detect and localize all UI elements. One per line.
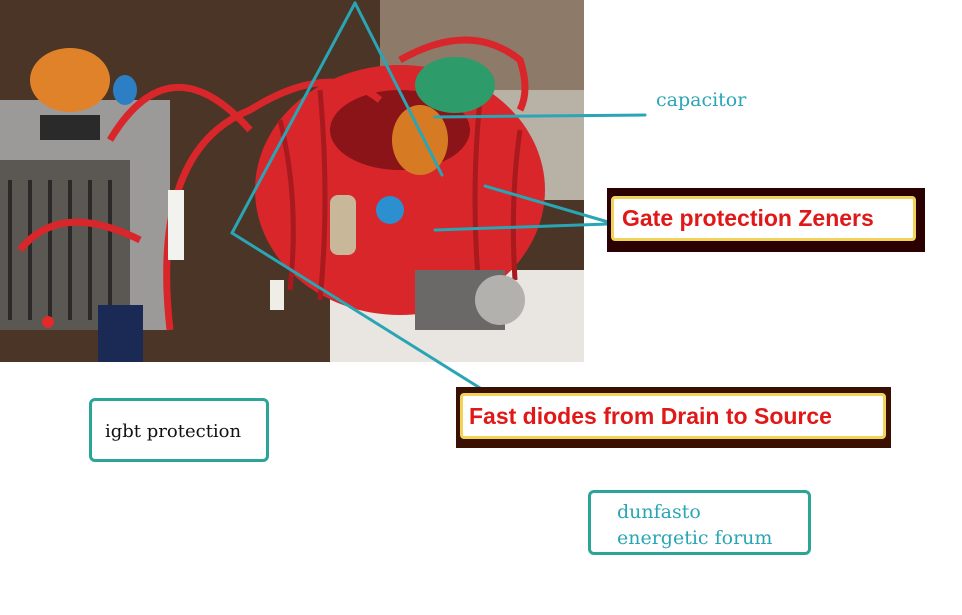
circuit-photo [0,0,584,362]
igbt-protection-text: igbt protection [105,421,242,442]
fast-diodes-callout: Fast diodes from Drain to Source [456,387,891,448]
orange-capacitor-left [30,48,110,112]
nut [475,275,525,325]
capacitor-label: capacitor [656,89,747,111]
gate-zeners-text: Gate protection Zeners [622,205,874,231]
orange-capacitor-center [392,105,448,175]
gate-zeners-callout: Gate protection Zeners [607,188,925,252]
circuit-photo-art [0,0,584,362]
igbt-protection-box: igbt protection [89,398,269,462]
electrolytic-capacitor [98,305,143,362]
green-coil [415,57,495,113]
resistor [330,195,356,255]
heatsink [0,100,170,330]
fast-diodes-text: Fast diodes from Drain to Source [469,402,832,429]
forum-box: dunfasto energetic forum [588,490,811,555]
forum-text: dunfasto energetic forum [617,501,773,549]
